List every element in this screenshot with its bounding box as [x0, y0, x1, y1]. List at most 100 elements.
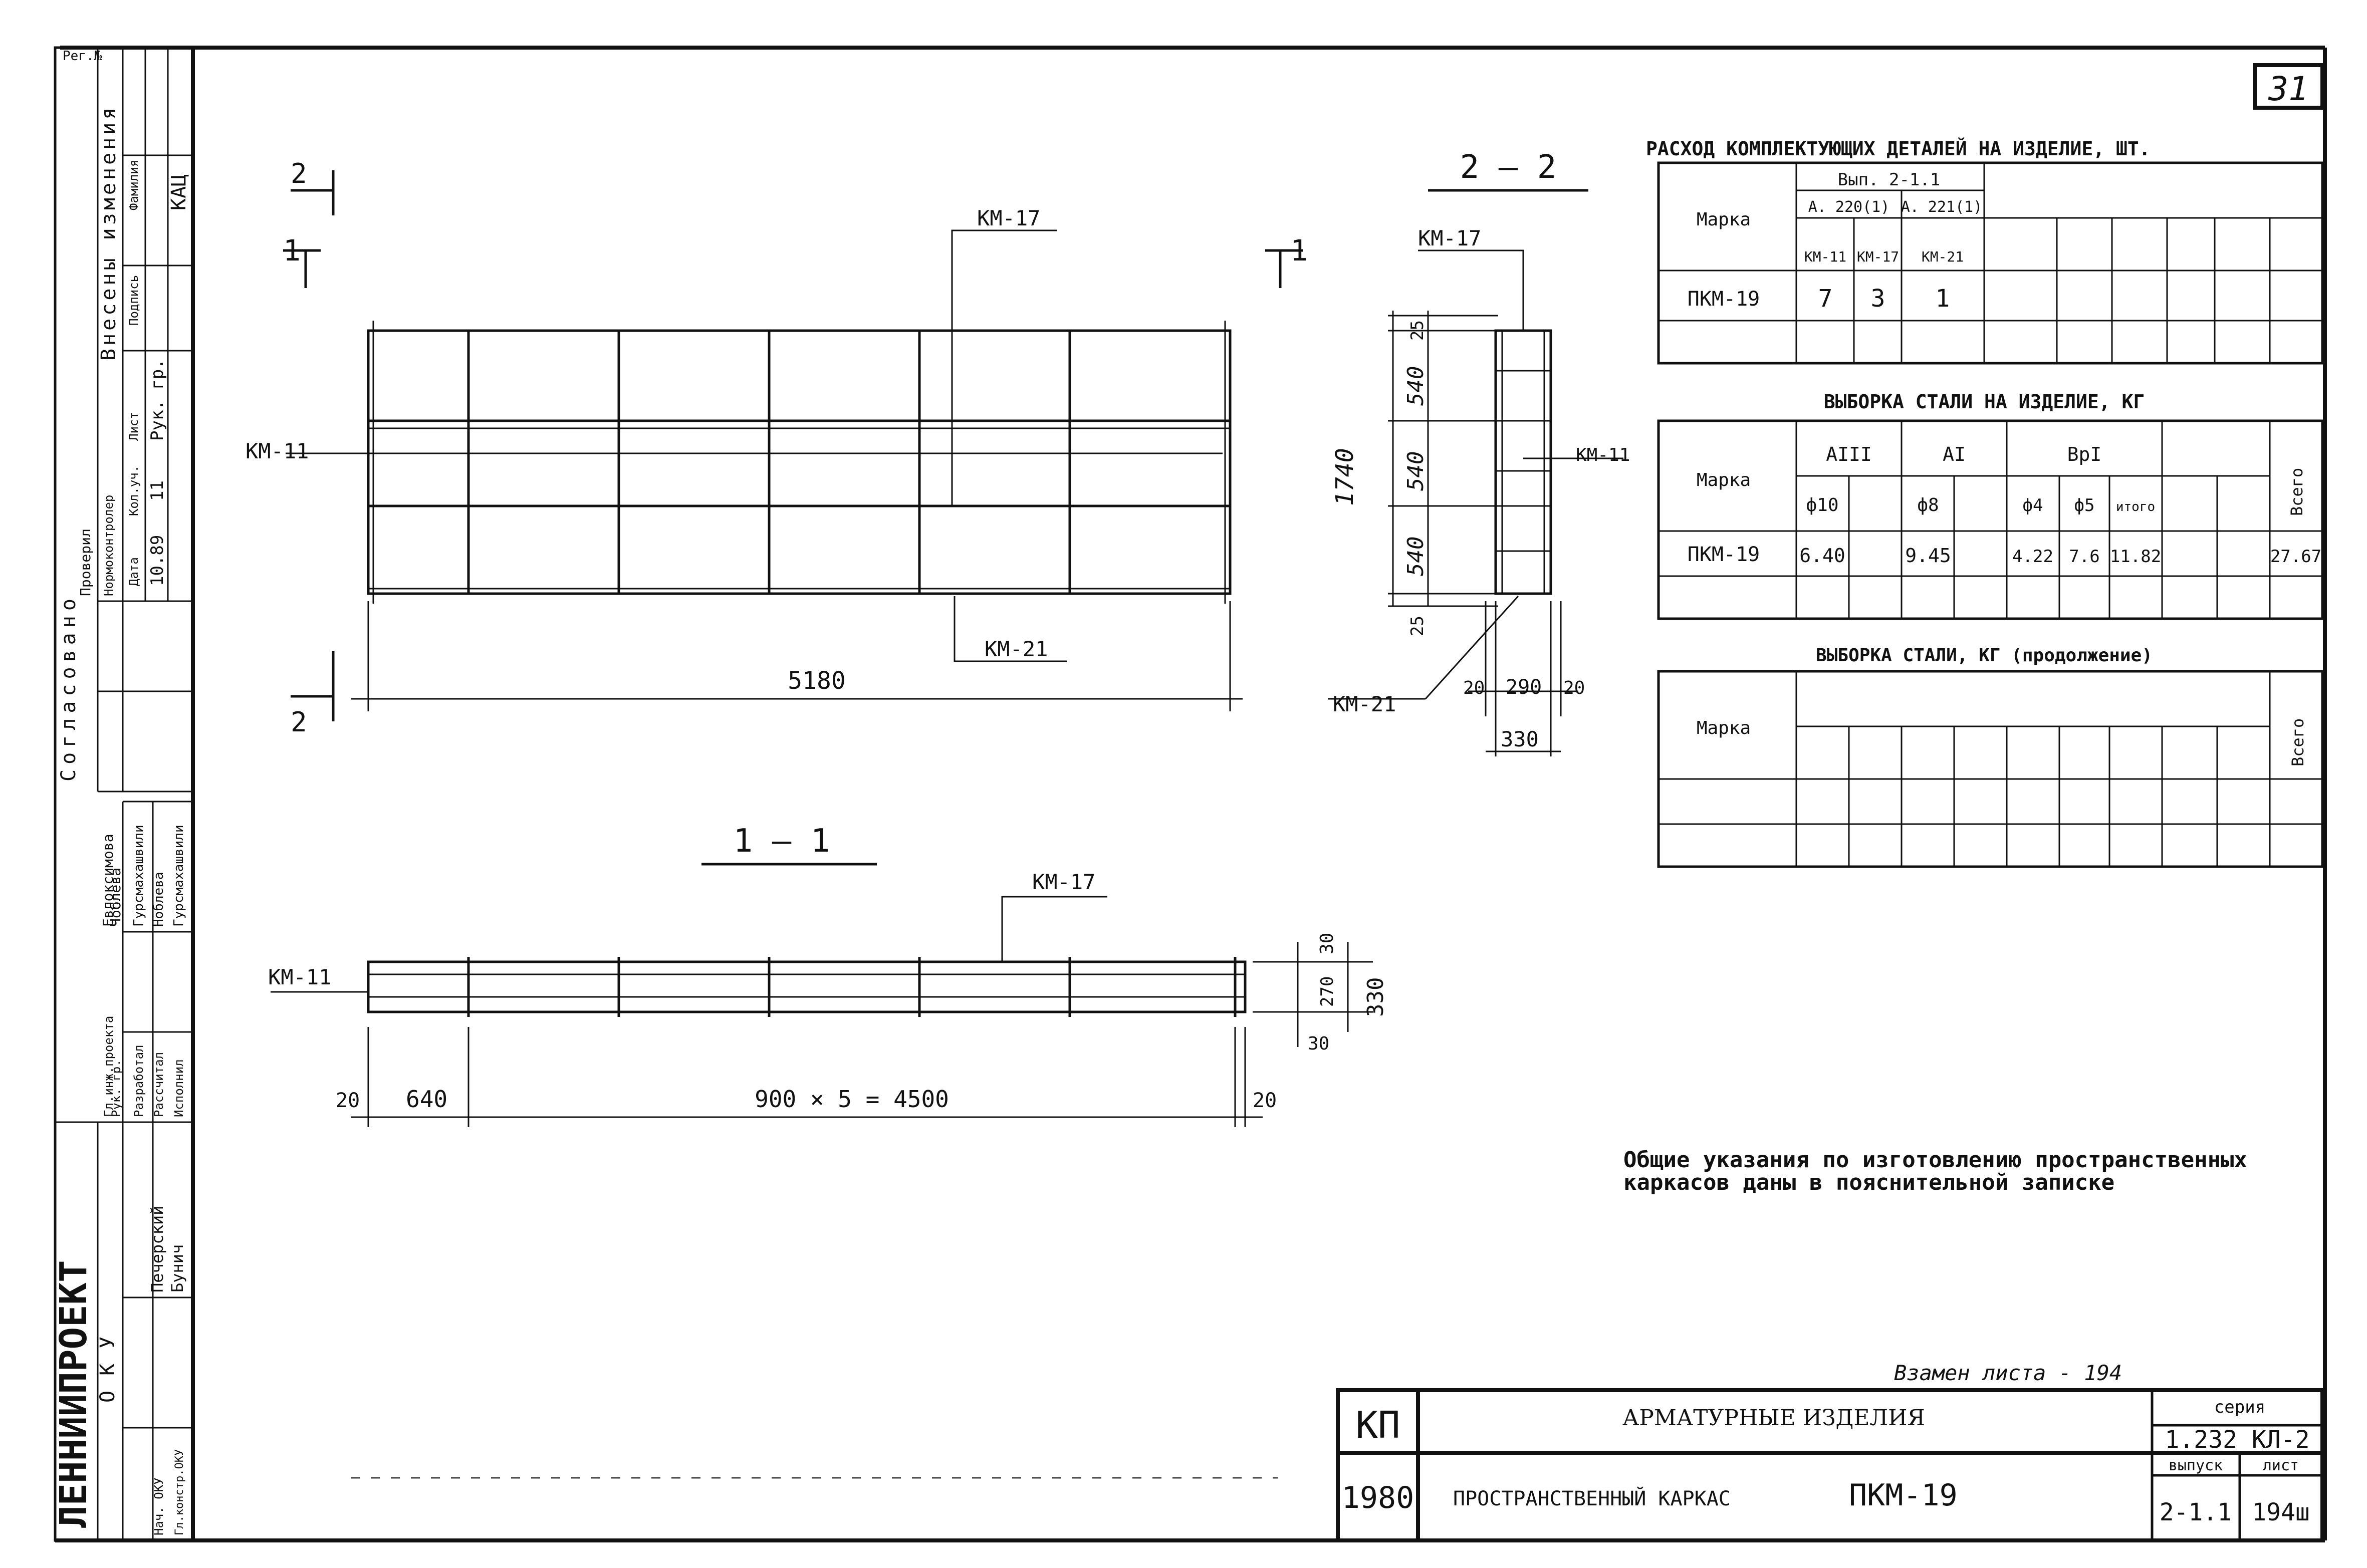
change-row-qty: 11 — [147, 480, 167, 501]
table3-col-marka: Марка — [1697, 718, 1751, 738]
dim-330-v: 330 — [1363, 977, 1388, 1017]
table1-col-marka: Марка — [1697, 209, 1751, 230]
person-role-1: Рук. гр. — [109, 1059, 123, 1117]
change-row-sign: КАЦ — [167, 174, 190, 210]
table3-title: ВЫБОРКА СТАЛИ, КГ (продолжение) — [1816, 645, 2153, 666]
table1-group-vyp: Вып. 2-1.1 — [1838, 170, 1941, 190]
change-head-date: Дата — [127, 557, 141, 586]
table2-val-f4: 4.22 — [2012, 547, 2053, 567]
general-notes: Общие указания по изготовлению пространс… — [1623, 1147, 2247, 1195]
cut-2-bot: 2 — [291, 706, 307, 738]
sheet-number: 31 — [2268, 70, 2308, 108]
table1-sub-a220: А. 220(1) — [1808, 198, 1890, 216]
table-parts-consumption: РАСХОД КОМПЛЕКТУЮЩИХ ДЕТАЛЕЙ НА ИЗДЕЛИЕ,… — [1646, 138, 2324, 365]
person-role-4: Исполнил — [172, 1059, 186, 1117]
label-km11-11: КМ-11 — [268, 965, 331, 989]
cut-2-top: 2 — [291, 158, 307, 189]
table2-head-f4: ф4 — [2023, 495, 2043, 515]
table2-row-mark: ПКМ-19 — [1688, 543, 1760, 566]
change-head-sheet: Лист — [127, 412, 141, 441]
change-head-qty: Кол.уч. — [127, 465, 141, 516]
org-name: ЛЕННИИПРОЕКТ — [52, 1260, 95, 1528]
tb-year: 1980 — [1342, 1480, 1414, 1515]
person-name-3: Ноблева — [151, 872, 166, 927]
table1-row-mark: ПКМ-19 — [1688, 288, 1760, 311]
table2-val-total: 27.67 — [2270, 547, 2321, 567]
dim-left20: 20 — [336, 1089, 360, 1112]
dim-25-bot: 25 — [1407, 616, 1428, 636]
person-name-1: Чоблева — [107, 868, 124, 927]
agreed-label: Согласовано — [57, 594, 80, 781]
dim-20-b: 20 — [1563, 678, 1585, 698]
tb-sheet-val: 194ш — [2252, 1498, 2310, 1526]
changes-title: Внесены изменения — [97, 105, 120, 361]
table2-head-f10: ф10 — [1806, 495, 1838, 515]
dim-25-top: 25 — [1407, 320, 1428, 341]
person-role-0: Гл.инж.проекта — [102, 1016, 116, 1117]
table2-col-marka: Марка — [1697, 470, 1751, 490]
dim-270: 270 — [1317, 976, 1337, 1007]
tb-series-val: 1.232 КЛ-2 — [2165, 1426, 2310, 1454]
person-role-6: Гл.констр.ОКУ — [173, 1449, 186, 1535]
tb-name-mark: ПКМ-19 — [1849, 1478, 1958, 1513]
dept-name: ОКУ — [96, 1322, 119, 1403]
table2-group-a1: АI — [1943, 443, 1966, 465]
tb-issue-label: выпуск — [2169, 1457, 2223, 1474]
dim-290: 290 — [1506, 676, 1542, 699]
table2-total-head: Всего — [2287, 468, 2306, 516]
table3-total-head: Всего — [2288, 718, 2307, 766]
person-role-2: Разработал — [132, 1045, 146, 1118]
table2-head-itogo: итого — [2116, 499, 2155, 514]
dim-spans: 900 × 5 = 4500 — [755, 1086, 949, 1113]
table2-val-f10: 6.40 — [1799, 545, 1845, 567]
table1-val-km17: 3 — [1871, 285, 1885, 313]
section-2-2: 2 — 2 КМ-17 КМ-11 КМ-21 1740 25 540 540 … — [1328, 149, 1630, 756]
reg-label: Рег.№ — [63, 49, 102, 64]
label-km11-sect: КМ-11 — [1576, 445, 1630, 465]
table1-head-km11: КМ-11 — [1804, 248, 1846, 265]
change-row-date: 10.89 — [147, 535, 167, 586]
tb-series-label: серия — [2214, 1397, 2265, 1417]
notes-line2: каркасов даны в пояснительной записке — [1623, 1170, 2114, 1195]
section-1-1: 1 — 1 КМ-17 КМ-11 20 640 900 × 5 = 4500 … — [268, 823, 1388, 1127]
table1-head-km17: КМ-17 — [1857, 248, 1899, 265]
dim-330: 330 — [1501, 727, 1539, 751]
cut-1-right: 1 — [1290, 233, 1308, 268]
label-km11-front: КМ-11 — [246, 439, 309, 463]
dim-20-a: 20 — [1463, 678, 1485, 698]
front-view: КМ-11 КМ-17 КМ-21 2 2 1 1 5180 — [246, 158, 1308, 738]
replaces-note: Взамен листа - 194 — [1894, 1361, 2122, 1385]
table2-group-vr1: ВрI — [2067, 443, 2102, 465]
title-block: Взамен листа - 194 КП 1980 АРМАТУРНЫЕ ИЗ… — [1336, 1361, 2324, 1542]
table1-val-km11: 7 — [1818, 285, 1833, 313]
table1-sub-a221: А. 221(1) — [1901, 198, 1983, 216]
tb-kp: КП — [1355, 1404, 1400, 1447]
person-name-2: Гурсмахашвили — [131, 825, 146, 927]
dim-540-c: 540 — [1403, 537, 1429, 576]
change-row-role: Рук. гр. — [147, 359, 167, 441]
table1-head-km21: КМ-21 — [1922, 248, 1964, 265]
table2-val-f8: 9.45 — [1905, 545, 1951, 567]
section-2-2-title: 2 — 2 — [1460, 149, 1557, 186]
table2-group-a3: АIII — [1826, 443, 1872, 465]
section-1-1-title: 1 — 1 — [734, 823, 830, 860]
label-km17-11: КМ-17 — [1032, 870, 1095, 894]
norm-label: Нормоконтролер — [102, 495, 116, 596]
table2-val-itogo: 11.82 — [2110, 547, 2161, 567]
dim-540-a: 540 — [1403, 366, 1429, 406]
table-steel-sample-cont: ВЫБОРКА СТАЛИ, КГ (продолжение) Марка Вс… — [1657, 645, 2324, 868]
cut-1-left: 1 — [283, 233, 301, 268]
table-steel-sample: ВЫБОРКА СТАЛИ НА ИЗДЕЛИЕ, КГ Марка АIII … — [1657, 391, 2324, 620]
table2-val-f5: 7.6 — [2069, 547, 2099, 567]
person-role-3: Рассчитал — [152, 1052, 166, 1117]
dim-30-top: 30 — [1317, 933, 1337, 954]
tb-issue-val: 2-1.1 — [2160, 1498, 2232, 1526]
dim-height-total: 1740 — [1331, 448, 1359, 506]
person-name-0: Евлоксимова — [100, 834, 116, 927]
label-km17-front: КМ-17 — [977, 206, 1040, 230]
change-head-surname: Фамилия — [127, 160, 141, 210]
table2-head-f5: ф5 — [2074, 495, 2095, 515]
checked-label: Проверил — [77, 529, 94, 596]
dim-640: 640 — [406, 1086, 447, 1113]
label-km17-sect: КМ-17 — [1418, 226, 1481, 250]
